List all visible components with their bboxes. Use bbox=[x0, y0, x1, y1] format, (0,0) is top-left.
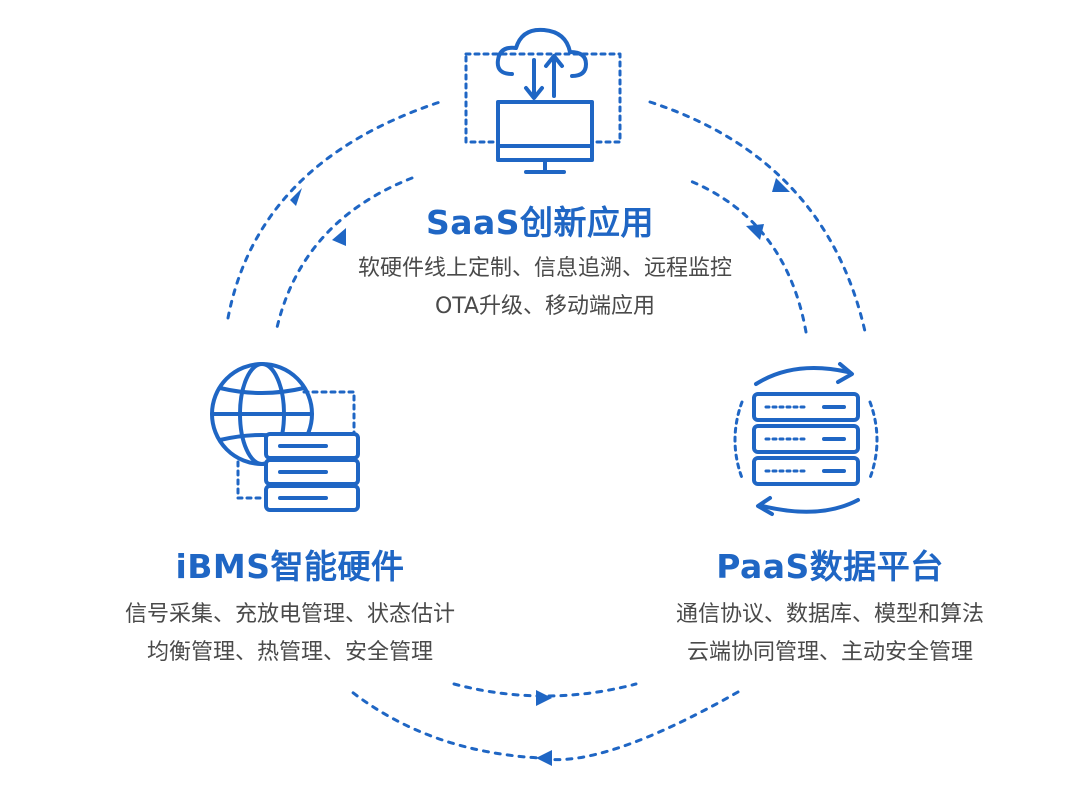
saas-desc-line-1: 软硬件线上定制、信息追溯、远程监控 bbox=[357, 256, 732, 281]
saas-desc-line-2: OTA升级、移动端应用 bbox=[434, 294, 656, 319]
arrowhead-left-inner bbox=[332, 228, 346, 246]
arrow-right-outer bbox=[648, 100, 868, 338]
arrowhead-bottom-inner bbox=[536, 690, 552, 706]
paas-desc-line-2: 云端协同管理、主动安全管理 bbox=[686, 640, 973, 665]
paas-title: PaaS数据平台 bbox=[716, 547, 944, 586]
server-sync-icon bbox=[733, 362, 879, 516]
globe-server-icon bbox=[210, 362, 360, 512]
paas-desc-line-1: 通信协议、数据库、模型和算法 bbox=[675, 602, 984, 627]
ibms-title: iBMS智能硬件 bbox=[175, 547, 405, 586]
ibms-description: 信号采集、充放电管理、状态估计 均衡管理、热管理、安全管理 bbox=[50, 596, 530, 672]
arrow-left-inner bbox=[274, 176, 414, 334]
paas-description: 通信协议、数据库、模型和算法 云端协同管理、主动安全管理 bbox=[600, 596, 1060, 672]
arrow-left-outer bbox=[226, 100, 442, 320]
arrow-bottom-inner bbox=[452, 682, 638, 698]
saas-title: SaaS创新应用 bbox=[425, 203, 655, 242]
ibms-desc-line-1: 信号采集、充放电管理、状态估计 bbox=[124, 602, 455, 627]
arrow-bottom-outer bbox=[350, 690, 740, 762]
arrowhead-bottom-outer bbox=[536, 750, 552, 766]
arrow-right-inner bbox=[686, 178, 808, 334]
cloud-monitor-icon bbox=[464, 27, 622, 174]
arrowhead-right-outer bbox=[772, 178, 790, 192]
saas-description: 软硬件线上定制、信息追溯、远程监控 OTA升级、移动端应用 bbox=[300, 250, 790, 326]
arrowhead-left-outer bbox=[290, 188, 302, 206]
arrowhead-right-inner bbox=[746, 224, 764, 240]
ibms-desc-line-2: 均衡管理、热管理、安全管理 bbox=[146, 640, 433, 665]
